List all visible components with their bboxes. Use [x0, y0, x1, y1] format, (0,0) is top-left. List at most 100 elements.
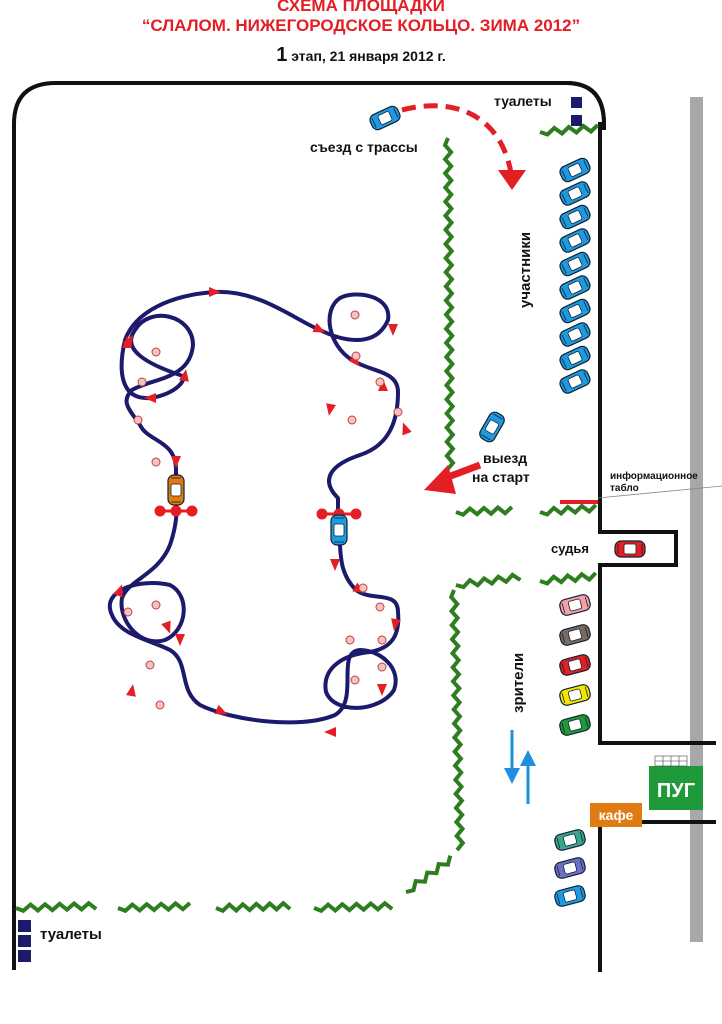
spectator-car-1	[557, 592, 593, 618]
venue-boundary	[12, 81, 716, 970]
participant-car-8	[557, 320, 593, 349]
spectator-flow-icon	[504, 730, 536, 804]
cone-13	[358, 583, 368, 593]
cone-15	[377, 635, 387, 645]
hedge-segment-8	[405, 855, 453, 894]
track-exit-label: съезд с трассы	[310, 139, 418, 155]
track-exit-arrowhead	[498, 170, 526, 190]
spectator-car-3	[557, 652, 593, 678]
hedge-segment-3	[455, 504, 514, 518]
hedge-segment-9	[15, 900, 98, 914]
pug-box	[649, 766, 703, 810]
info-board-label-2: табло	[610, 482, 639, 494]
toilets-top-icon	[571, 97, 582, 126]
direction-arrow-19	[122, 336, 132, 348]
road	[690, 97, 703, 942]
judge-car	[614, 540, 646, 558]
hedge-segment-12	[313, 900, 394, 914]
spectator-car-5	[557, 712, 593, 738]
direction-arrow-8	[348, 354, 360, 367]
start-arrowhead	[424, 465, 456, 494]
car-orange	[167, 474, 185, 506]
direction-arrow-16	[214, 704, 228, 715]
car-exit	[367, 103, 403, 133]
cone-6	[351, 351, 361, 361]
cone-4	[151, 457, 161, 467]
scheme-title: СХЕМА ПЛОЩАДКИ	[277, 0, 445, 15]
info-board-pointer	[597, 485, 722, 499]
track-arrows	[113, 287, 412, 737]
cone-5	[350, 310, 360, 320]
direction-arrow-10	[171, 456, 181, 468]
start-exit-label-1: выезд	[483, 450, 527, 466]
cafe-box	[590, 803, 642, 827]
hedge-segment-5	[455, 572, 522, 590]
hedge-segment-2	[442, 137, 456, 472]
cone-1	[151, 347, 161, 357]
direction-arrow-5	[388, 324, 398, 336]
direction-arrow-22	[391, 618, 401, 631]
venue-boundary-lower	[598, 808, 716, 972]
toilets-top-label: туалеты	[494, 93, 552, 109]
stage-number: 1	[276, 44, 288, 66]
participant-cars	[557, 155, 593, 396]
participant-car-1	[557, 155, 593, 185]
track-exit-arrow	[401, 103, 515, 181]
direction-arrow-7	[402, 422, 412, 436]
direction-arrow-18	[161, 620, 171, 634]
judge-label: судья	[551, 541, 589, 556]
direction-arrow-2	[312, 322, 326, 333]
car-to-start	[476, 409, 508, 445]
direction-arrow-11	[330, 559, 340, 571]
direction-arrow-12	[113, 584, 123, 598]
bottom-car-2	[552, 855, 588, 881]
participant-car-7	[557, 296, 593, 326]
participant-car-4	[557, 226, 593, 255]
boundary-corner	[565, 81, 606, 130]
direction-arrow-17	[126, 684, 136, 697]
spectator-cars	[557, 592, 593, 738]
direction-arrow-15	[324, 727, 336, 737]
cone-11	[151, 600, 161, 610]
participant-car-3	[557, 202, 593, 232]
pug-label: ПУГ	[657, 780, 695, 802]
cone-16	[377, 662, 387, 672]
info-board-label-1: информационное	[610, 470, 698, 482]
hedge-segment-6	[539, 571, 598, 586]
toilets-bottom-label: туалеты	[40, 926, 102, 943]
spectators-label: зрители	[510, 653, 527, 713]
cone-17	[350, 675, 360, 685]
direction-arrow-20	[179, 369, 189, 382]
cone-3	[133, 415, 143, 425]
cone-7	[375, 377, 385, 387]
cone-2	[137, 377, 147, 387]
stage-date: 1 этап, 21 января 2012 г.	[0, 44, 722, 67]
cone-10	[145, 660, 155, 670]
cafe-label: кафе	[599, 807, 634, 823]
spectator-car-2	[557, 622, 593, 648]
hedge-segment-4	[539, 503, 598, 517]
participant-car-10	[557, 367, 593, 396]
cone-19	[345, 635, 355, 645]
direction-arrow-13	[175, 634, 185, 646]
hedge-segment-1	[539, 123, 600, 137]
participants-label: участники	[517, 232, 534, 308]
direction-arrow-14	[377, 684, 387, 696]
spectator-car-4	[557, 682, 593, 708]
cone-14	[375, 602, 385, 612]
participant-car-5	[557, 249, 593, 279]
hedge-segment-11	[215, 900, 292, 914]
pug-grid-icon	[654, 755, 688, 767]
participant-car-9	[557, 343, 593, 373]
cone-18	[155, 700, 165, 710]
hedge-segment-10	[117, 900, 192, 914]
cone-9	[347, 415, 357, 425]
direction-arrow-1	[209, 287, 221, 297]
cone-12	[123, 607, 133, 617]
bottom-cars	[552, 827, 588, 909]
event-title: “СЛАЛОМ. НИЖЕГОРОДСКОЕ КОЛЬЦО. ЗИМА 2012…	[141, 16, 581, 35]
start-exit-label-2: на старт	[472, 469, 530, 485]
bottom-car-3	[552, 883, 588, 909]
cone-8	[393, 407, 403, 417]
